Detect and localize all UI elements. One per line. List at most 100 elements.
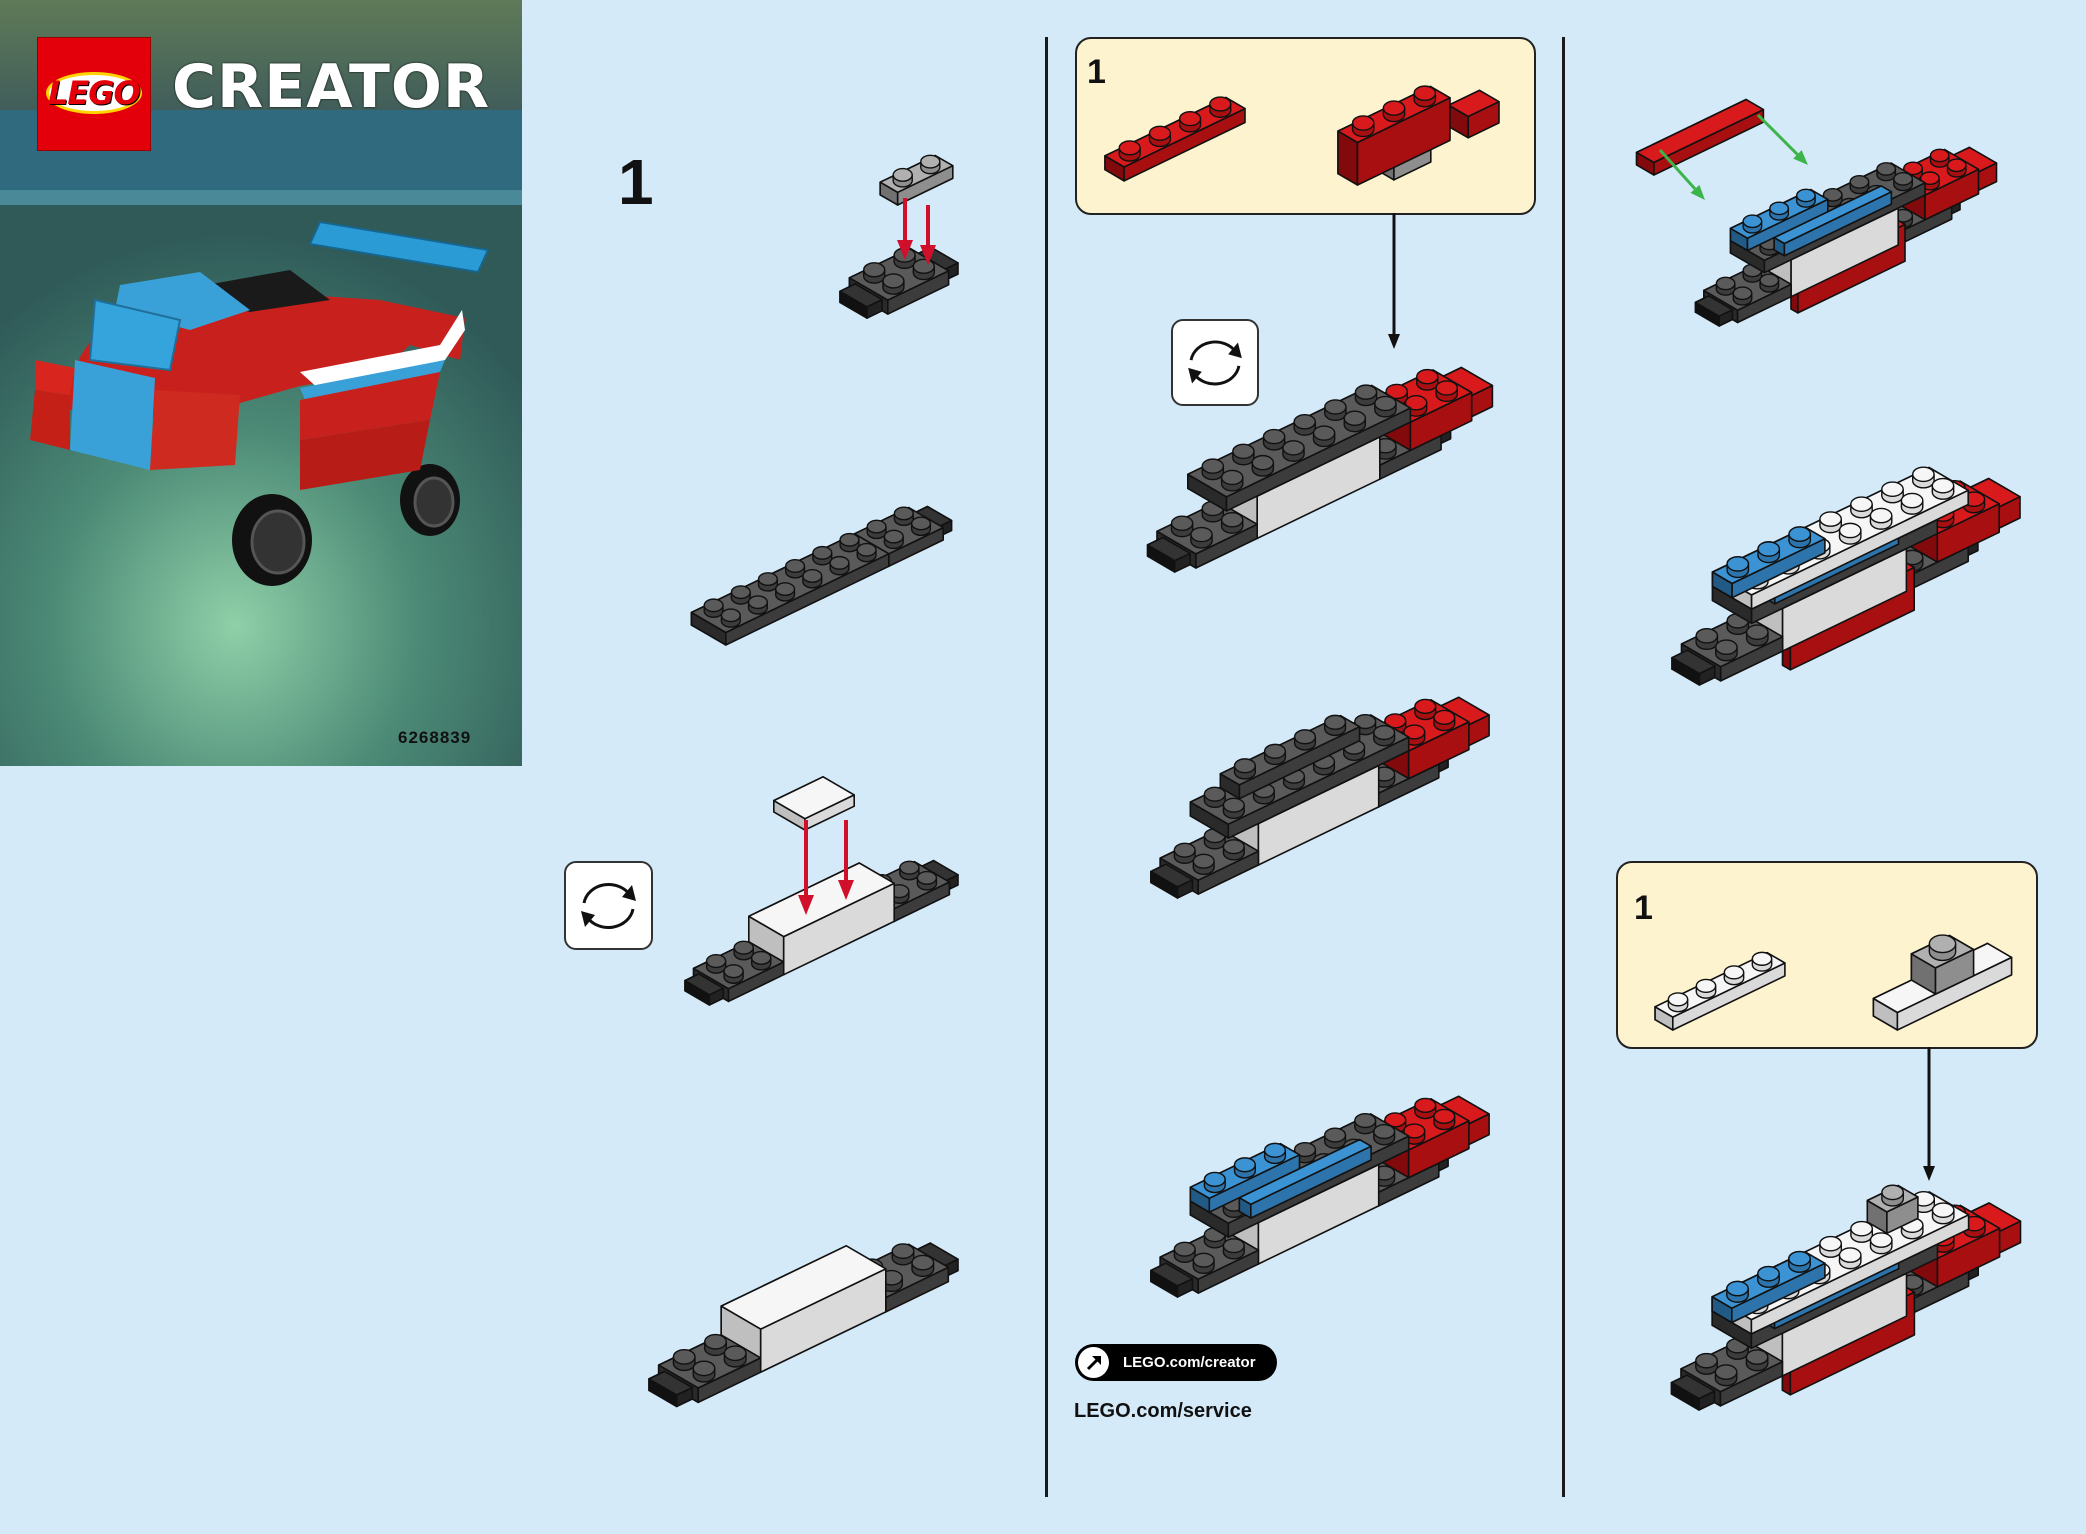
brick-b [1762, 522, 1900, 605]
lego-service-link[interactable]: LEGO.com/service [1074, 1400, 1252, 1422]
brick-dg [1159, 828, 1260, 895]
brick-r [1963, 1202, 2022, 1256]
brick-lg [879, 154, 954, 206]
red-placement-arrow [897, 198, 913, 260]
arrow-up-right-icon [1078, 1347, 1109, 1378]
brick-dg [1680, 612, 1784, 682]
col2-assembly-3 [1150, 1095, 1490, 1298]
brick-dg [1729, 162, 1926, 274]
brick-bk [684, 973, 725, 1006]
brick-dg [845, 1243, 950, 1313]
brick-w [1742, 1249, 1908, 1377]
step1-base-assembly [839, 246, 959, 319]
step1-part-gray-plate [879, 154, 954, 206]
brick-r [1370, 368, 1473, 452]
brick-w [747, 862, 896, 976]
brick-bk [915, 246, 959, 283]
brick-r [1890, 148, 1980, 221]
brick-dg [692, 940, 785, 1003]
brick-dg [1863, 186, 1953, 246]
brick-dg [1219, 714, 1361, 800]
brick-r [1963, 477, 2021, 531]
brick-dg [1159, 1227, 1260, 1294]
step2-long-dark-plate [690, 505, 953, 646]
brick-bk [913, 1242, 959, 1279]
brick-w [1219, 1141, 1380, 1265]
brick-b [1238, 1138, 1372, 1219]
brick-dg [1866, 523, 1969, 593]
brick-dg [1703, 263, 1792, 324]
brick-w [772, 775, 856, 831]
rotate-model-icon [1171, 319, 1259, 406]
brick-dg [1711, 495, 1939, 625]
set-number: 6268839 [398, 728, 472, 747]
step4-assembly [648, 1242, 959, 1408]
brick-bk [913, 505, 953, 538]
green-attach-arrow [1658, 148, 1705, 200]
parts-callout: 1 [1616, 861, 2038, 1049]
creator-link-text: LEGO.com/creator [1123, 1354, 1256, 1371]
step-number: 1 [618, 146, 654, 218]
brick-dg [1189, 713, 1410, 839]
lego-creator-link[interactable]: LEGO.com/creator [1075, 1344, 1277, 1381]
brick-b [1189, 1142, 1301, 1213]
rotate-model-icon [564, 861, 653, 950]
cover-title: CREATOR [172, 52, 491, 122]
green-attach-arrow [1756, 113, 1808, 165]
brick-w [1756, 187, 1899, 298]
brick-bk [1407, 410, 1452, 448]
brick-r [1897, 479, 2000, 563]
brick-w [720, 1245, 887, 1373]
callout-attach-arrow [1388, 213, 1400, 349]
column-divider [1562, 37, 1565, 1497]
brick-bk [1922, 185, 1961, 217]
brick-dg [1866, 1247, 1970, 1317]
brick-bk [839, 283, 883, 319]
brick-w [1217, 413, 1381, 540]
column-divider [1045, 37, 1048, 1497]
brick-bk [1694, 295, 1734, 327]
brick-dg [1156, 500, 1258, 569]
step3-assembly [684, 859, 959, 1006]
step3-white-tile-part [772, 775, 856, 831]
red-placement-arrow [920, 205, 936, 265]
brick-bk [1670, 1374, 1716, 1411]
brick-w [1711, 1190, 1970, 1335]
cover-car-photo [0, 0, 522, 766]
brick-dg [853, 506, 945, 568]
callout-attach-arrow [1923, 1047, 1935, 1181]
col3-red-plate-part [1635, 98, 1765, 176]
brick-bk [1150, 863, 1194, 899]
col3-assembly-1 [1694, 146, 1998, 327]
brick-r [1436, 366, 1494, 420]
col3-assembly-3 [1670, 1184, 2022, 1411]
brick-bk [1150, 1262, 1194, 1298]
parts-callout: 1 [1075, 37, 1536, 215]
brick-r [1433, 1095, 1490, 1148]
brick-bk [1405, 1139, 1449, 1175]
brick-dg [848, 247, 950, 315]
brick-dg [1339, 1139, 1440, 1207]
brick-bk [918, 859, 959, 893]
brick-bk [1934, 522, 1979, 559]
brick-bk [1671, 649, 1716, 686]
lego-logo: LEGO [37, 37, 151, 151]
brick-r [1947, 146, 1998, 193]
brick-dg [690, 532, 890, 646]
cover-image: LEGO CREATOR 6268839 [0, 0, 522, 766]
col2-assembly-2 [1150, 696, 1490, 899]
brick-r [1369, 1097, 1470, 1179]
brick-b [1729, 188, 1829, 252]
brick-bk [1146, 536, 1191, 573]
brick-b [1711, 526, 1826, 599]
brick-dg [1340, 411, 1442, 481]
red-placement-arrow [798, 820, 814, 915]
brick-r [1781, 1286, 1916, 1396]
brick-r [1433, 696, 1490, 749]
brick-dg [1680, 1337, 1784, 1407]
brick-r [1369, 698, 1470, 780]
brick-w [1711, 466, 1969, 610]
brick-w [1742, 525, 1908, 652]
brick-b [1711, 1250, 1826, 1324]
brick-r [1635, 98, 1765, 176]
